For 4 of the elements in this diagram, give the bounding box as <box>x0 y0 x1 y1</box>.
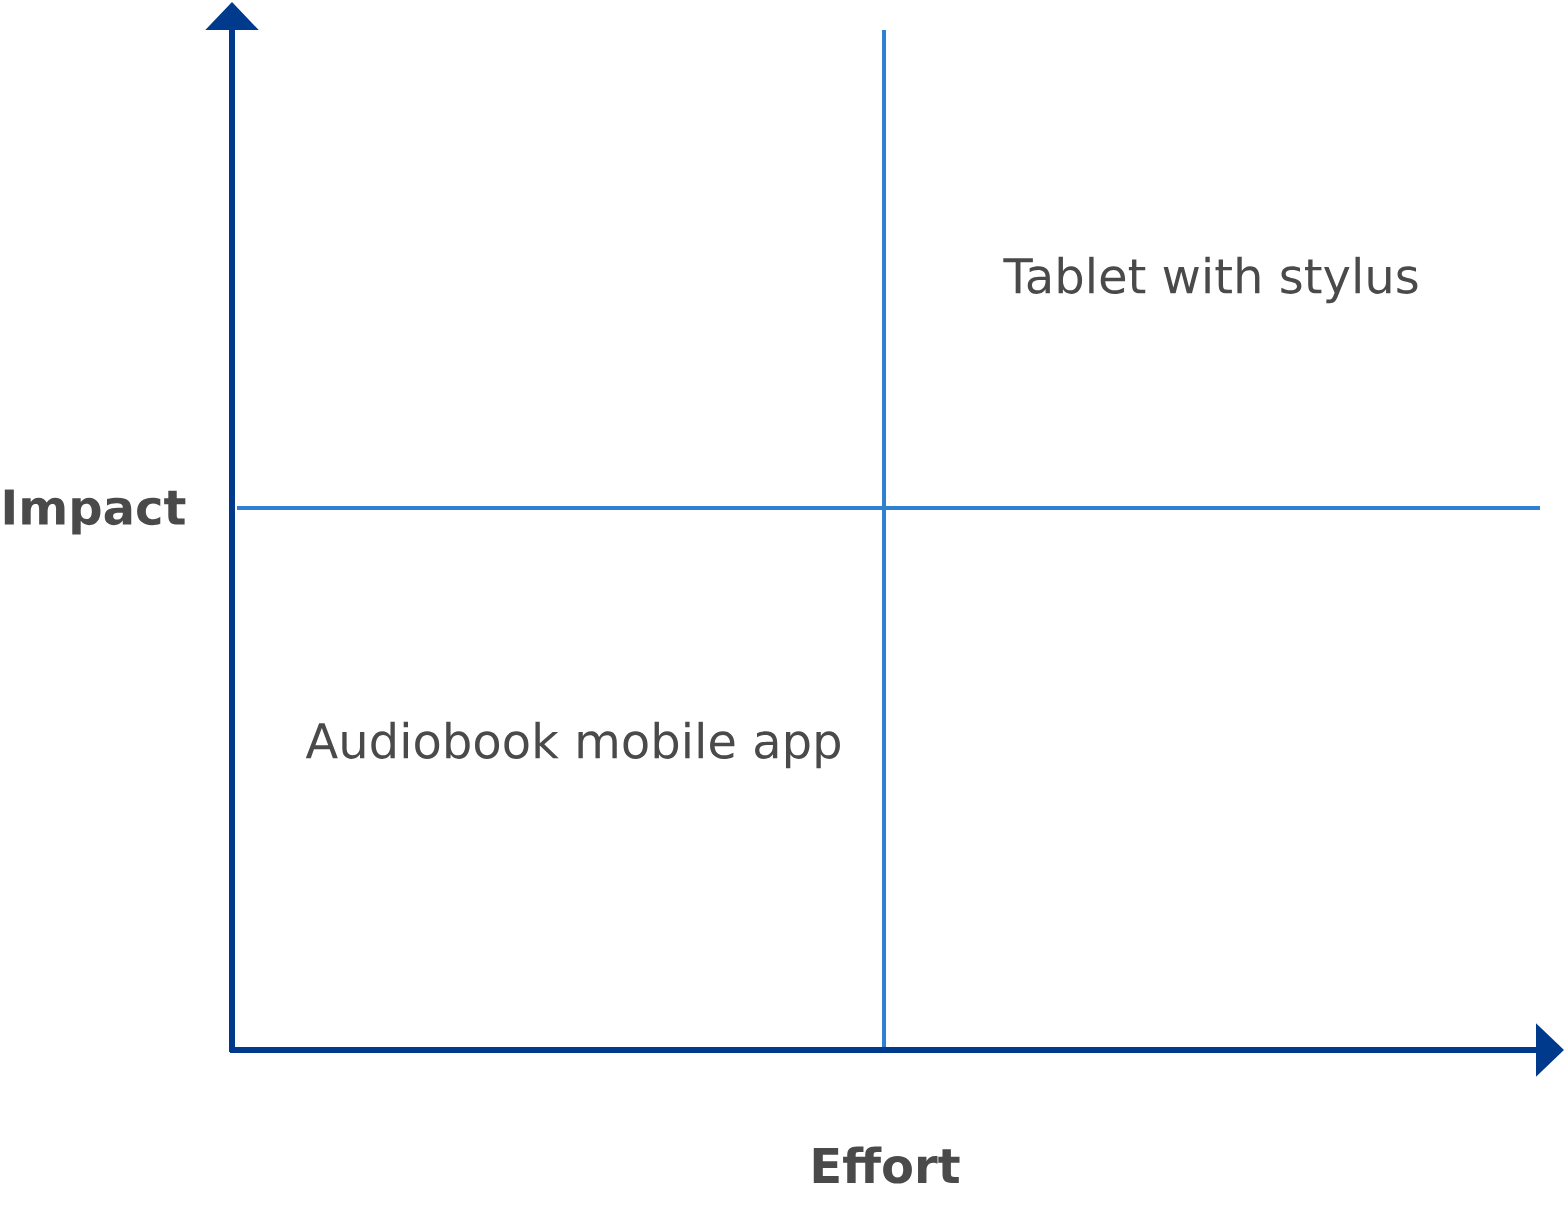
quadrant-label: Tablet with stylus <box>1003 256 1418 304</box>
axis-title: Effort <box>813 1146 960 1184</box>
axis-title: Impact <box>4 489 186 535</box>
quadrant-label: Audiobook mobile app <box>305 721 840 769</box>
